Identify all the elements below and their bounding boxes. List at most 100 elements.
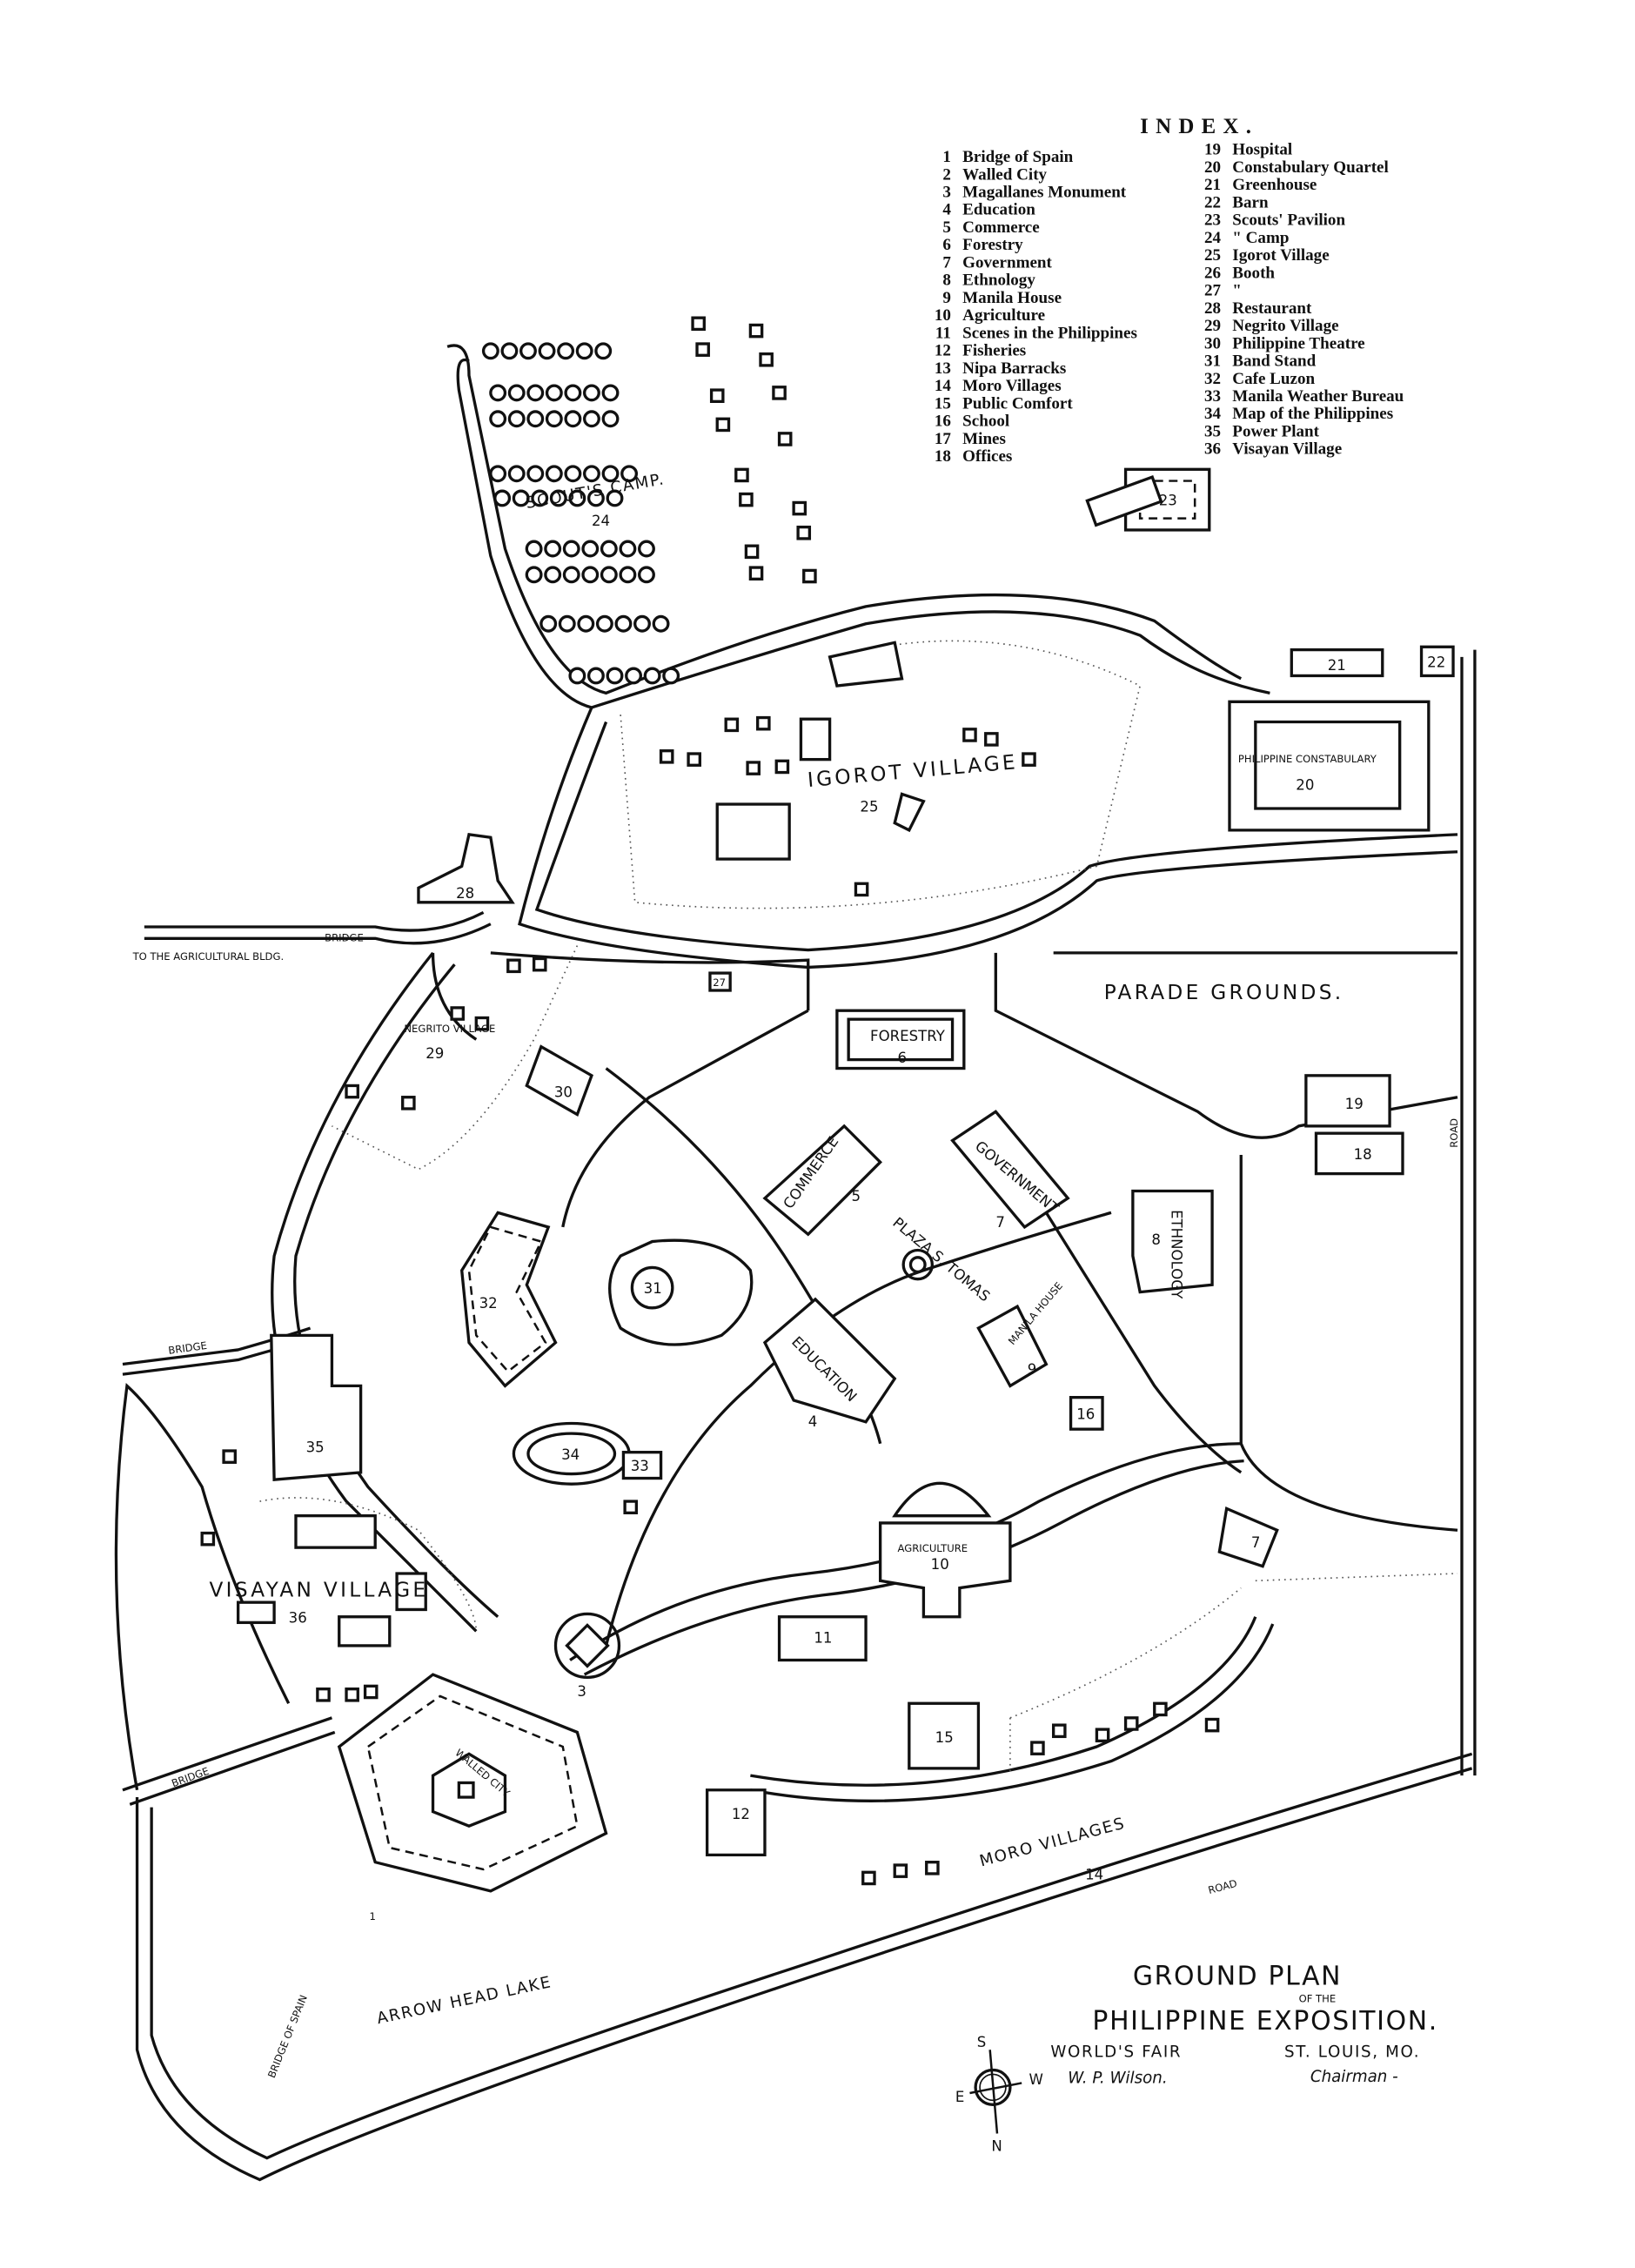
hut-icon <box>739 492 754 507</box>
index-number: 3 <box>942 184 951 202</box>
tent-icon <box>583 410 600 428</box>
hut-icon <box>474 1016 490 1031</box>
index-label: Igorot Village <box>1232 246 1329 265</box>
building-33 <box>621 1451 663 1480</box>
compass-e: E <box>955 2089 964 2105</box>
signer: W. P. Wilson. <box>1068 2069 1167 2087</box>
label-bridge: BRIDGE <box>170 1765 211 1789</box>
tent-icon <box>544 566 562 584</box>
building-9 <box>976 1304 1049 1388</box>
building-11 <box>777 1615 868 1662</box>
tent-icon <box>558 614 576 633</box>
tent-icon <box>619 540 637 558</box>
tent-icon <box>564 465 582 483</box>
label-33: 33 <box>631 1458 649 1474</box>
tent-icon <box>531 489 549 507</box>
building-28 <box>417 833 515 904</box>
index-label: Moro Villages <box>962 377 1061 395</box>
index-label: Hospital <box>1232 141 1292 159</box>
building-4 <box>762 1297 897 1424</box>
tent-icon <box>601 410 620 428</box>
label-20: 20 <box>1296 776 1314 793</box>
tent-icon <box>562 566 580 584</box>
index-label: Scenes in the Philippines <box>962 324 1137 342</box>
index-number: 26 <box>1204 264 1221 282</box>
index-label: Cafe Luzon <box>1232 370 1315 388</box>
hut-icon <box>623 1500 639 1514</box>
index-number: 33 <box>1204 387 1221 406</box>
index-number: 10 <box>935 306 951 325</box>
tent-icon <box>564 410 582 428</box>
index-label: Negrito Village <box>1232 317 1338 335</box>
label-road: ROAD <box>1207 1877 1238 1896</box>
index-label: Constabulary Quartel <box>1232 158 1389 177</box>
index-label: Band Stand <box>1232 352 1316 371</box>
index-label: Greenhouse <box>1232 176 1317 194</box>
label-18: 18 <box>1354 1146 1372 1163</box>
label-1: 1 <box>370 1910 376 1922</box>
igorot-building <box>715 802 791 861</box>
title-line2: OF THE <box>1299 1993 1337 2005</box>
label-27: 27 <box>713 976 726 989</box>
tent-icon <box>557 342 575 360</box>
label-4: 4 <box>808 1413 818 1430</box>
label-constabulary: PHILIPPINE CONSTABULARY <box>1238 753 1377 765</box>
index-number: 20 <box>1204 158 1221 177</box>
label-forestry: FORESTRY <box>870 1028 946 1044</box>
index-number: 34 <box>1204 405 1222 423</box>
index-number: 19 <box>1204 141 1221 159</box>
tent-icon <box>581 540 600 558</box>
tent-icon <box>625 667 643 685</box>
label-moro-villages: MORO VILLAGES <box>978 1815 1128 1871</box>
hut-icon <box>1022 752 1036 767</box>
signer-role: Chairman - <box>1310 2068 1398 2086</box>
hut-icon <box>345 1084 359 1099</box>
tent-icon <box>539 614 558 633</box>
tent-icon <box>525 540 543 558</box>
tent-icon <box>619 566 637 584</box>
index-number: 30 <box>1204 334 1221 352</box>
hut-icon <box>744 544 760 560</box>
tent-icon <box>526 384 545 402</box>
tent-icon <box>581 566 600 584</box>
tent-icon <box>595 614 613 633</box>
label-7b: 7 <box>1251 1534 1261 1551</box>
index-label: Offices <box>962 447 1012 466</box>
hut-icon <box>691 316 706 332</box>
hut-icon <box>659 749 674 764</box>
index-number: 4 <box>942 201 951 219</box>
building-5 <box>762 1124 882 1237</box>
building-15 <box>908 1701 981 1770</box>
index-label: Agriculture <box>962 306 1045 325</box>
hut-icon <box>746 761 761 775</box>
hut-icon <box>695 342 710 357</box>
hut-icon <box>724 717 740 733</box>
index-item: 27" <box>1204 282 1242 300</box>
building-7b <box>1217 1506 1279 1568</box>
building-16 <box>1069 1396 1104 1431</box>
label-16: 16 <box>1076 1406 1095 1423</box>
building-21 <box>1290 648 1384 678</box>
index-label: Nipa Barracks <box>962 359 1066 378</box>
label-28: 28 <box>456 885 474 902</box>
tent-icon <box>601 384 620 402</box>
tent-icon <box>544 540 562 558</box>
buildings <box>236 467 1455 1893</box>
tent-icon <box>575 342 593 360</box>
tent-icon <box>507 384 526 402</box>
index-label: Visayan Village <box>1232 440 1342 459</box>
location: ST. LOUIS, MO. <box>1284 2043 1420 2062</box>
hut-icon <box>450 1006 466 1021</box>
